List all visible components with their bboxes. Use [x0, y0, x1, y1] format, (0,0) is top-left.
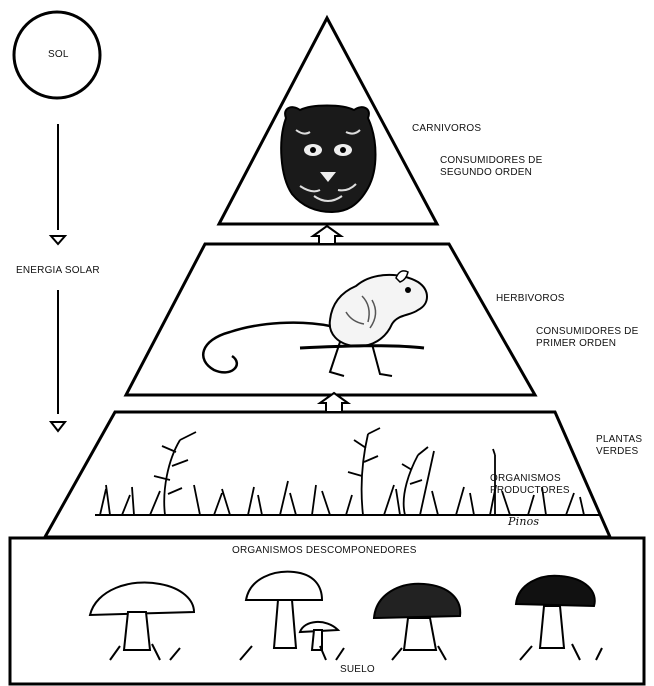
rodent-icon [202, 270, 428, 377]
herbivores-role-line2: PRIMER ORDEN [536, 338, 617, 349]
flow-arrow-lower [316, 391, 352, 413]
herbivores-role-line1: CONSUMIDORES DE [536, 326, 639, 337]
grass-plants-icon [95, 427, 600, 516]
producers-label-line2: VERDES [596, 446, 639, 457]
carnivores-role-line2: SEGUNDO ORDEN [440, 167, 533, 178]
soil-label: SUELO [340, 664, 375, 675]
carnivores-label: CARNIVOROS [412, 123, 482, 134]
mushroom-icon [88, 570, 603, 661]
carnivores-role-line1: CONSUMIDORES DE [440, 155, 543, 166]
energy-arrow-lower [48, 290, 68, 433]
signature: Pinos [508, 515, 540, 528]
tiger-head-icon [280, 104, 377, 214]
sun-circle [12, 10, 102, 100]
sun-label: SOL [48, 49, 69, 60]
decomposers-label: ORGANISMOS DESCOMPONEDORES [232, 545, 417, 556]
energy-label: ENERGIA SOLAR [16, 265, 100, 276]
herbivores-label: HERBIVOROS [496, 293, 565, 304]
producers-label-line1: PLANTAS [596, 434, 643, 445]
producers-role-line1: ORGANISMOS [490, 473, 561, 484]
energy-arrow-upper [48, 124, 68, 246]
producers-role-line2: PRODUCTORES [490, 485, 570, 496]
flow-arrow-upper [309, 224, 345, 245]
